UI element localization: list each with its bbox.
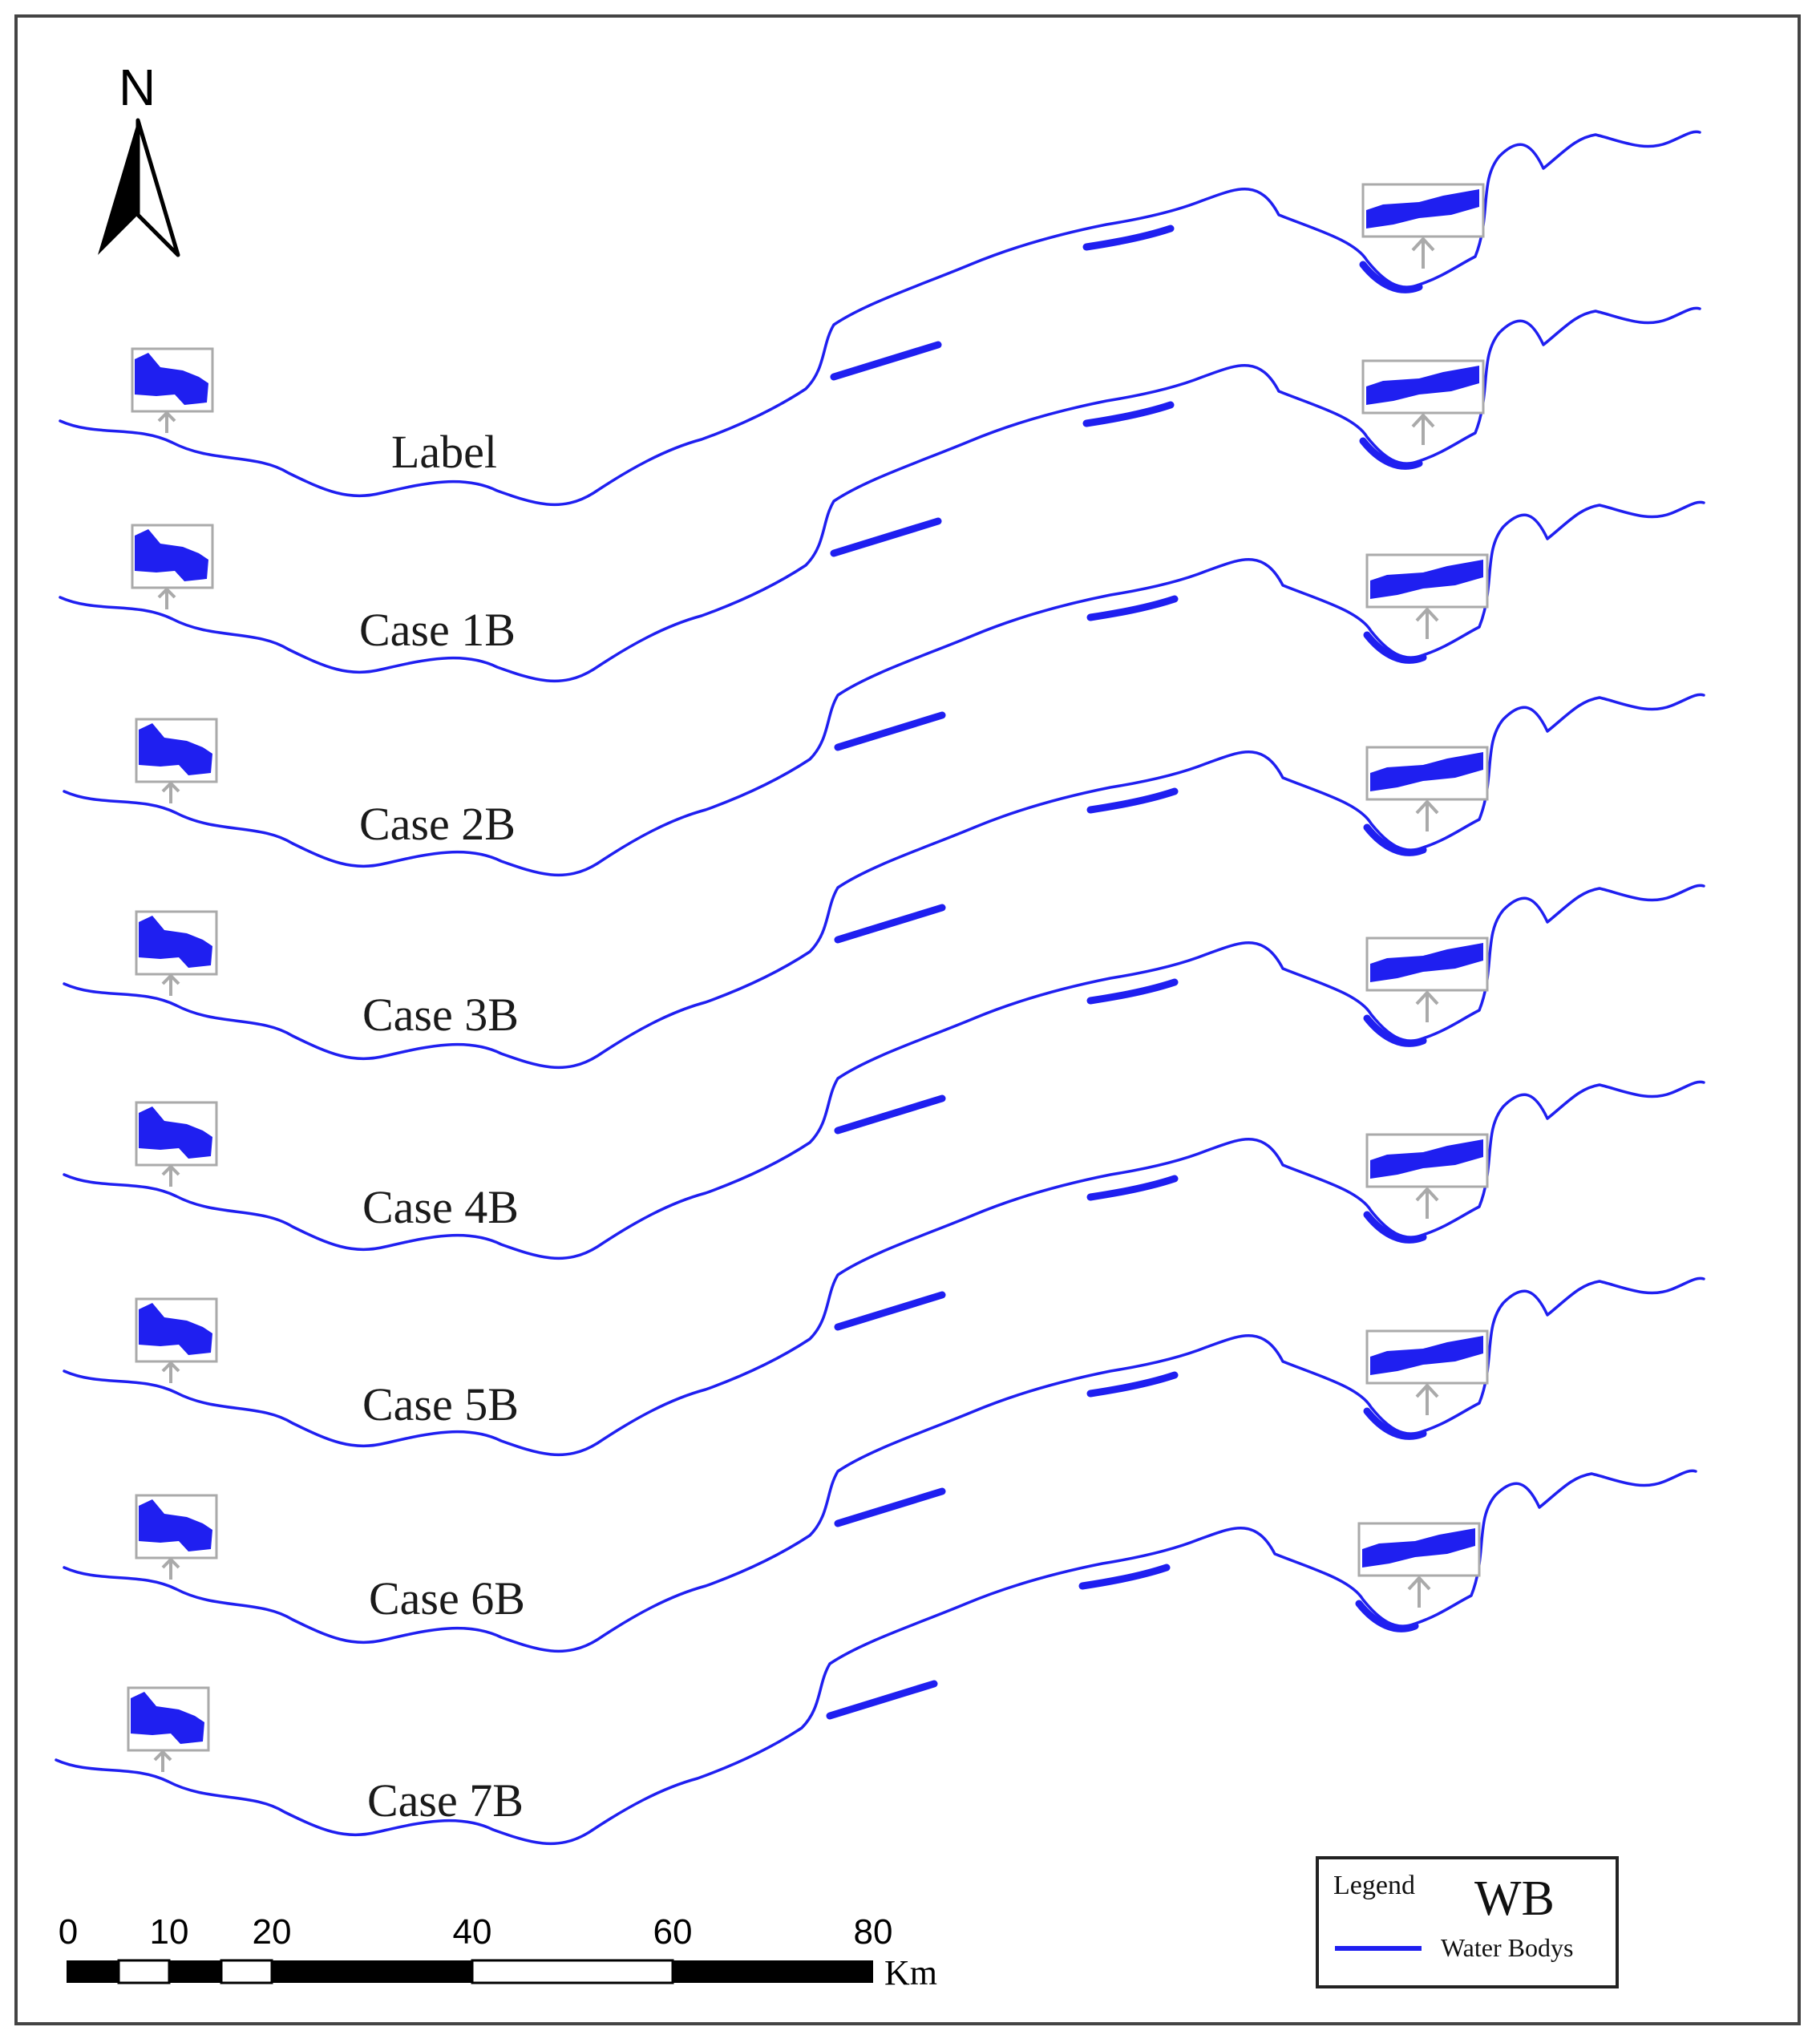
case-label: Case 6B — [369, 1572, 525, 1624]
scale-tick-label: 10 — [149, 1912, 189, 1952]
case-label: Case 4B — [362, 1181, 519, 1233]
scale-tick-label: 80 — [853, 1912, 893, 1952]
river-case-5b — [64, 1082, 1704, 1454]
scale-tick-label: 0 — [58, 1912, 79, 1952]
legend-swatch — [1335, 1946, 1422, 1951]
legend: Legend WB Water Bodys — [1316, 1856, 1619, 1988]
case-label: Case 5B — [362, 1378, 519, 1430]
river-case-label — [60, 131, 1700, 504]
river-case-4b — [64, 885, 1704, 1258]
case-label: Case 7B — [367, 1774, 524, 1827]
scale-unit: Km — [884, 1953, 937, 1992]
case-label: Case 2B — [359, 798, 516, 850]
case-label: Label — [391, 426, 498, 478]
map-frame — [14, 14, 1801, 2025]
legend-item-label: Water Bodys — [1441, 1933, 1574, 1962]
north-letter: N — [119, 59, 156, 116]
scale-tick-label: 40 — [452, 1912, 492, 1952]
case-label: Case 3B — [362, 989, 519, 1041]
legend-title: Legend — [1333, 1871, 1415, 1900]
river-case-6b — [64, 1278, 1704, 1651]
river-case-3b — [64, 694, 1704, 1067]
river-case-2b — [64, 502, 1704, 875]
case-label: Case 1B — [359, 604, 516, 656]
legend-header: WB — [1474, 1871, 1555, 1926]
river-case-7b — [56, 1471, 1696, 1843]
scale-bar — [67, 1959, 873, 1984]
north-arrow-icon — [98, 118, 180, 257]
scale-tick-label: 60 — [653, 1912, 693, 1952]
scale-tick-label: 20 — [252, 1912, 292, 1952]
